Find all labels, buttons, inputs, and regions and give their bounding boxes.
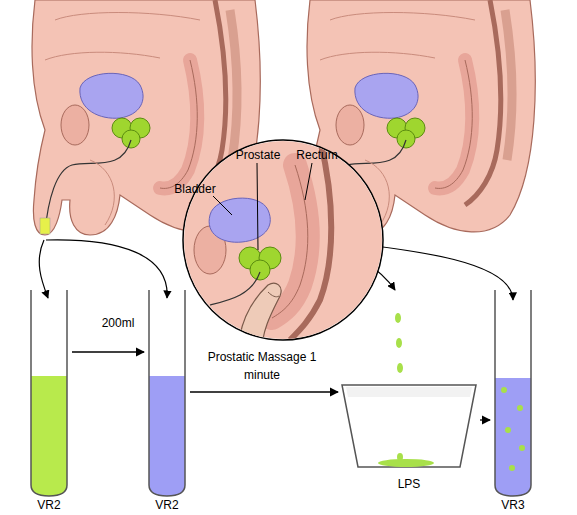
leader-line bbox=[305, 163, 312, 200]
tube-liquid bbox=[149, 376, 185, 496]
flow-connector bbox=[72, 351, 144, 352]
part-label: Rectum bbox=[292, 148, 342, 162]
connector-label: 200ml bbox=[92, 314, 144, 332]
flow-arrow bbox=[46, 240, 167, 298]
cup-puddle bbox=[378, 459, 434, 467]
container-label: VR2 bbox=[8, 498, 90, 512]
connector-label: Prostatic Massage 1 minute bbox=[196, 348, 328, 384]
part-label: Bladder bbox=[170, 182, 220, 196]
cup-outline bbox=[342, 385, 476, 467]
part-label: Prostate bbox=[230, 148, 286, 162]
tube-liquid bbox=[31, 376, 67, 496]
flow-connector bbox=[190, 391, 338, 392]
collection-cup bbox=[340, 383, 478, 469]
tube-outline bbox=[31, 290, 67, 496]
cup-rim bbox=[346, 387, 472, 397]
leader-line bbox=[213, 196, 232, 215]
container-node: VR2 bbox=[28, 290, 70, 512]
urine-drop bbox=[40, 218, 50, 234]
leader-line bbox=[257, 163, 258, 250]
container-label: LPS bbox=[320, 477, 498, 491]
flow-connector bbox=[480, 419, 490, 420]
tube-liquid bbox=[495, 378, 531, 496]
secretion-drop bbox=[397, 453, 403, 461]
tube-outline bbox=[495, 290, 531, 496]
flow-arrow bbox=[39, 240, 48, 298]
secretion-drops bbox=[501, 387, 525, 471]
container-label: VR2 bbox=[126, 498, 208, 512]
inset-zoom bbox=[180, 140, 390, 350]
container-node: VR2 bbox=[146, 290, 188, 512]
test-tube bbox=[28, 290, 70, 498]
tube-outline bbox=[149, 290, 185, 496]
container-label: VR3 bbox=[472, 498, 554, 512]
test-tube bbox=[492, 290, 534, 498]
container-node: VR3 bbox=[492, 290, 534, 512]
container-node: LPS bbox=[340, 383, 478, 491]
test-tube bbox=[146, 290, 188, 498]
